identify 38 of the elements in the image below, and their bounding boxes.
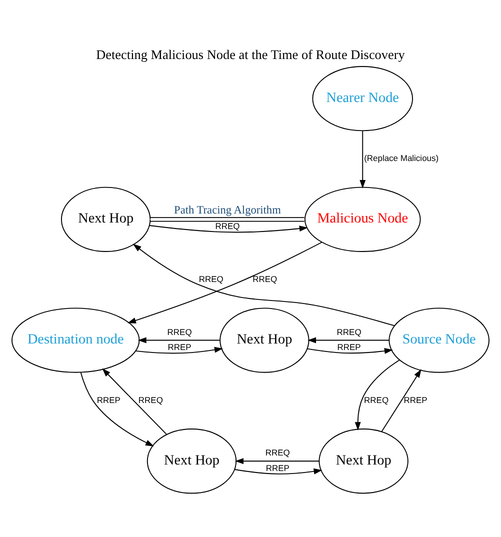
node-ellipse: Next Hop [318, 428, 408, 494]
arrow [102, 368, 167, 434]
node-ellipse: Next Hop [146, 428, 237, 494]
arrow [80, 372, 154, 446]
edge-label: RREQ [198, 273, 224, 284]
node-ellipse: Malicious Node [304, 186, 421, 252]
arrow [138, 336, 220, 343]
arrow [381, 368, 422, 432]
arrow [127, 241, 322, 323]
edge-label: RREQ [364, 394, 389, 404]
edge-label: RREP [96, 394, 120, 404]
edge-label: (Replace Malicious) [364, 152, 439, 163]
edge-label: RREP [168, 341, 192, 352]
diagram-title: Detecting Malicious Node at the Time of Route Discovery [96, 46, 405, 62]
arrow [307, 348, 393, 354]
edge-label: RREQ [336, 326, 362, 336]
node-ellipse: Source Node [388, 307, 490, 372]
node-ellipse: Nearer Node [312, 66, 414, 131]
edge-label: RREP [337, 341, 361, 352]
connector [150, 216, 305, 222]
arrow [148, 224, 308, 232]
edge-label: Path Tracing Algorithm [174, 204, 281, 216]
edge-label: RREQ [167, 326, 192, 336]
edge-label: RREP [266, 462, 290, 472]
edge-label: RREQ [138, 394, 163, 404]
arrow [360, 130, 366, 188]
edge-label: RREQ [215, 220, 240, 231]
arrow [308, 336, 390, 343]
node-ellipse: Next Hop [220, 307, 310, 372]
arrow [132, 243, 395, 326]
edge-label: RREQ [252, 273, 278, 284]
node-ellipse: Destination node [12, 307, 140, 372]
arrow [354, 359, 400, 430]
edge-label: RREQ [265, 447, 290, 458]
arrow [135, 346, 223, 354]
arrow [235, 458, 320, 464]
arrow [234, 468, 322, 474]
edge-label: RREP [404, 394, 428, 404]
